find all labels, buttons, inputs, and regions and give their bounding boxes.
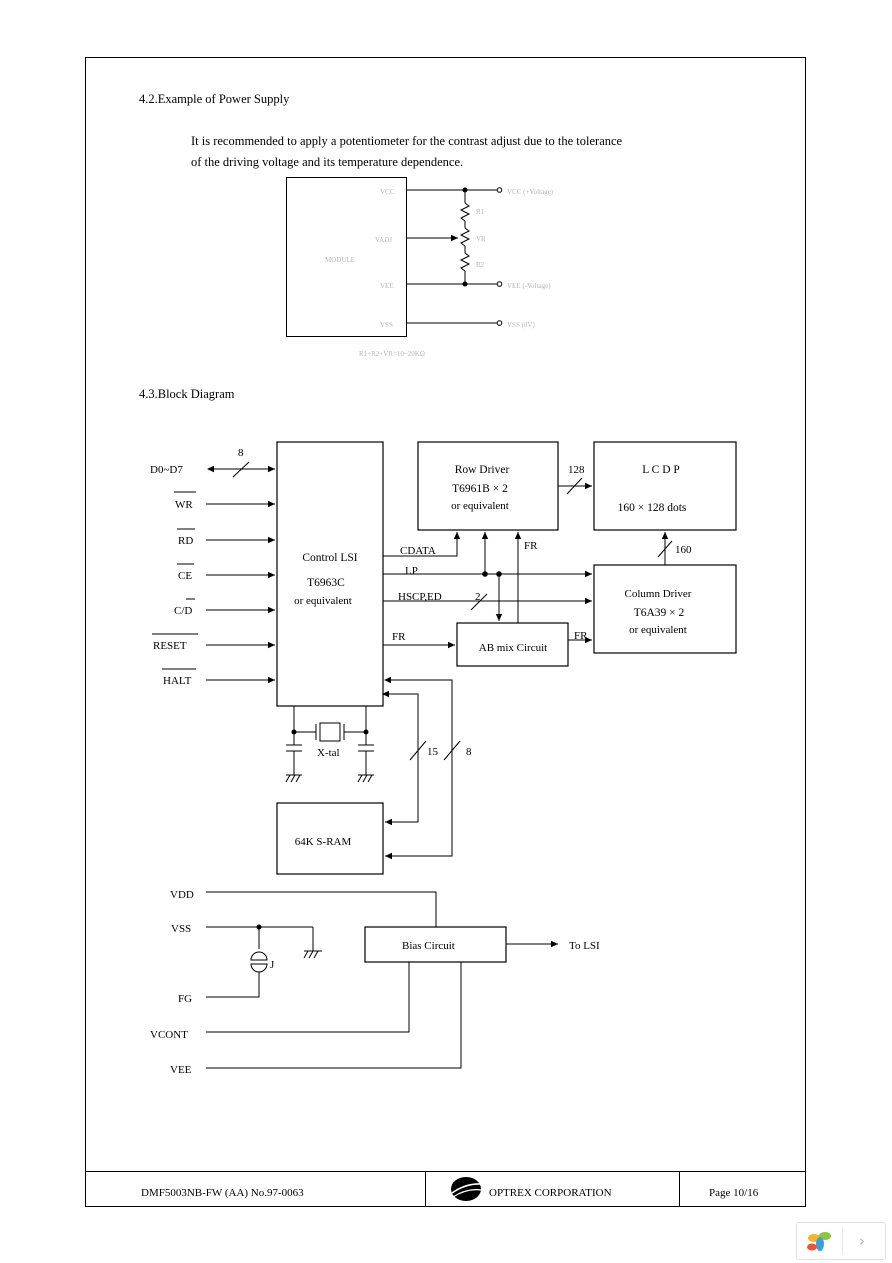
crystal-symbol xyxy=(319,722,341,742)
bias-vdd: VDD xyxy=(170,889,194,901)
footer-separator-2 xyxy=(679,1171,680,1207)
vr-label: VR xyxy=(476,235,486,243)
r1-label: R1 xyxy=(476,208,485,216)
nav-divider xyxy=(842,1228,843,1255)
lcd-panel-dots: 160 × 128 dots xyxy=(618,502,687,514)
ab-mix-circuit-box xyxy=(456,622,569,667)
bus-width-8b: 8 xyxy=(466,746,472,758)
input-ce: CE xyxy=(178,570,192,582)
page-frame xyxy=(85,57,806,1207)
app-logo-icon xyxy=(807,1232,831,1251)
optrex-logo xyxy=(451,1177,483,1201)
control-lsi-title: Control LSI xyxy=(302,552,357,564)
row-driver-title: Row Driver xyxy=(455,464,510,476)
vee-output-label: VEE (-Voltage) xyxy=(507,282,551,290)
input-cd: C/D xyxy=(174,605,192,617)
row-driver-part: T6961B × 2 xyxy=(452,483,508,495)
column-driver-part: T6A39 × 2 xyxy=(634,607,685,619)
input-wr: WR xyxy=(175,499,193,511)
bus-width-160: 160 xyxy=(675,544,692,556)
footer-company: OPTREX CORPORATION xyxy=(489,1187,612,1199)
control-lsi-box xyxy=(276,441,384,707)
bias-lines xyxy=(206,891,558,1069)
module-label: MODULE xyxy=(325,256,355,264)
bus-width-15: 15 xyxy=(427,746,439,758)
crystal-label: X-tal xyxy=(317,747,340,759)
pin-vee-label: VEE xyxy=(380,282,394,290)
ab-mix-circuit-label: AB mix Circuit xyxy=(479,642,547,654)
jumper-label: J xyxy=(270,959,275,971)
pin-vadj-label: VADJ xyxy=(375,236,392,244)
resistor-r2 xyxy=(459,252,471,272)
footer-document-number: DMF5003NB-FW (AA) No.97-0063 xyxy=(141,1187,304,1199)
power-supply-text-line2: of the driving voltage and its temperatu… xyxy=(191,155,464,169)
to-lsi-label: To LSI xyxy=(569,940,600,952)
r2-label: R2 xyxy=(476,261,485,269)
module-box xyxy=(286,177,407,337)
bus-width-8: 8 xyxy=(238,447,244,459)
pin-vcc-label: VCC xyxy=(380,188,395,196)
bus-width-2: 2 xyxy=(475,591,481,603)
footer-divider xyxy=(85,1171,806,1172)
sram-box xyxy=(276,802,384,875)
signal-hscp-ed: HSCP,ED xyxy=(398,591,442,603)
variable-resistor-vr xyxy=(459,227,471,247)
resistance-note: R1+R2+VR=10~20KΩ xyxy=(359,350,425,358)
input-d0-d7: D0~D7 xyxy=(150,464,183,476)
section-title-power-supply: 4.2.Example of Power Supply xyxy=(139,92,290,106)
next-page-chevron-icon[interactable]: › xyxy=(859,1232,865,1250)
bias-fg: FG xyxy=(178,993,192,1005)
control-lsi-equiv: or equivalent xyxy=(294,595,352,607)
junction-dots xyxy=(256,571,502,930)
vss-output-label: VSS (0V) xyxy=(507,321,535,329)
pin-vss-label: VSS xyxy=(380,321,393,329)
input-rd: RD xyxy=(178,535,193,547)
jumper-bottom xyxy=(250,963,268,973)
resistor-r1 xyxy=(459,202,471,222)
signal-fr-column: FR xyxy=(574,630,588,642)
section-title-block-diagram: 4.3.Block Diagram xyxy=(139,387,235,401)
viewer-nav-widget: › xyxy=(796,1222,886,1260)
input-reset: RESET xyxy=(153,640,187,652)
control-lsi-part: T6963C xyxy=(307,577,345,589)
jumper-top xyxy=(250,951,268,961)
input-lines xyxy=(152,461,275,684)
power-supply-text-line1: It is recommended to apply a potentiomet… xyxy=(191,134,623,148)
bias-vcont: VCONT xyxy=(150,1029,188,1041)
signal-lines xyxy=(285,477,673,860)
lcd-panel-title: L C D P xyxy=(642,464,680,476)
input-halt: HALT xyxy=(163,675,192,687)
column-driver-equiv: or equivalent xyxy=(629,624,687,636)
power-supply-circuit xyxy=(286,177,503,337)
bias-vss: VSS xyxy=(171,923,191,935)
lcd-panel-box xyxy=(593,441,737,531)
signal-fr-control: FR xyxy=(392,631,406,643)
bias-circuit-label: Bias Circuit xyxy=(402,940,455,952)
footer-page-number: Page 10/16 xyxy=(709,1187,759,1199)
signal-fr-row: FR xyxy=(524,540,538,552)
row-driver-equiv: or equivalent xyxy=(451,500,509,512)
bias-vee: VEE xyxy=(170,1064,192,1076)
vcc-output-label: VCC (+Voltage) xyxy=(507,188,554,196)
signal-cdata: CDATA xyxy=(400,545,436,557)
bus-width-128: 128 xyxy=(568,464,585,476)
column-driver-title: Column Driver xyxy=(625,588,692,600)
sram-label: 64K S-RAM xyxy=(295,836,352,848)
footer-separator-1 xyxy=(425,1171,426,1207)
signal-lp: LP xyxy=(405,565,418,577)
